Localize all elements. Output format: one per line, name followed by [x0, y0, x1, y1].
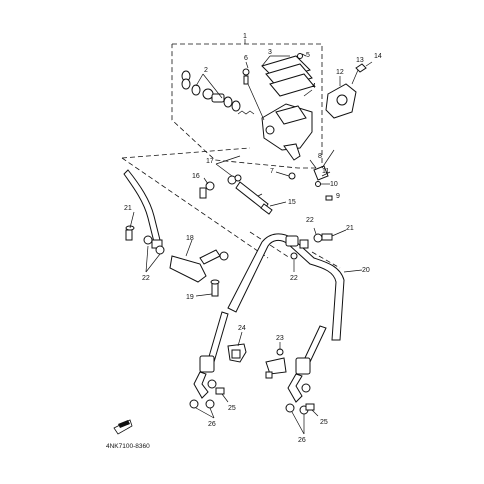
hose-clamps — [227, 343, 287, 379]
callout-7: 7 — [270, 168, 274, 175]
part-code: 4NK7100-8360 — [106, 443, 150, 450]
master-cylinder-boundary — [171, 39, 323, 169]
callout-21-left: 21 — [124, 205, 132, 212]
master-cylinder-body — [242, 68, 313, 161]
left-caliper-hose — [189, 311, 229, 409]
callout-labels: 1 2 3 4 5 6 7 8 9 10 11 12 13 14 15 16 1… — [124, 33, 382, 444]
callout-1: 1 — [243, 33, 247, 40]
callout-17: 17 — [206, 158, 214, 165]
callout-18: 18 — [186, 235, 194, 242]
callout-13: 13 — [356, 57, 364, 64]
piston-kit — [181, 70, 255, 115]
reservoir-cap — [261, 53, 315, 97]
callout-22-upper: 22 — [306, 217, 314, 224]
callout-26-right: 26 — [298, 437, 306, 444]
upper-brake-hose — [199, 155, 273, 215]
callout-21-right: 21 — [346, 225, 354, 232]
callout-25-left: 25 — [228, 405, 236, 412]
callout-25-right: 25 — [320, 419, 328, 426]
callout-16: 16 — [192, 173, 200, 180]
callout-19: 19 — [186, 294, 194, 301]
callout-23: 23 — [276, 335, 284, 342]
callout-26-left: 26 — [208, 421, 216, 428]
cylinder-clamp — [325, 63, 367, 119]
brake-union — [169, 239, 229, 297]
callout-6: 6 — [244, 55, 248, 62]
brake-light-switch — [275, 159, 333, 201]
callout-24: 24 — [238, 325, 246, 332]
callout-11: 11 — [322, 168, 329, 175]
bolts-25 — [215, 387, 315, 411]
guide-lines — [121, 147, 341, 269]
right-caliper-hose — [285, 325, 327, 415]
callout-14: 14 — [374, 53, 382, 60]
callout-15: 15 — [288, 199, 296, 206]
callout-22-left: 22 — [142, 275, 150, 282]
leader-lines — [129, 61, 373, 435]
callout-8: 8 — [318, 153, 322, 160]
callout-4: 4 — [312, 83, 316, 90]
callout-3: 3 — [268, 49, 272, 56]
callout-12: 12 — [336, 69, 344, 76]
arrow-icon — [113, 419, 133, 435]
callout-10: 10 — [330, 181, 338, 188]
callout-2: 2 — [204, 67, 208, 74]
callout-22-lower: 22 — [290, 275, 298, 282]
callout-5: 5 — [306, 52, 310, 59]
left-brake-hose — [123, 169, 165, 255]
callout-20: 20 — [362, 267, 370, 274]
main-brake-hose — [227, 233, 345, 341]
callout-9: 9 — [336, 193, 340, 200]
